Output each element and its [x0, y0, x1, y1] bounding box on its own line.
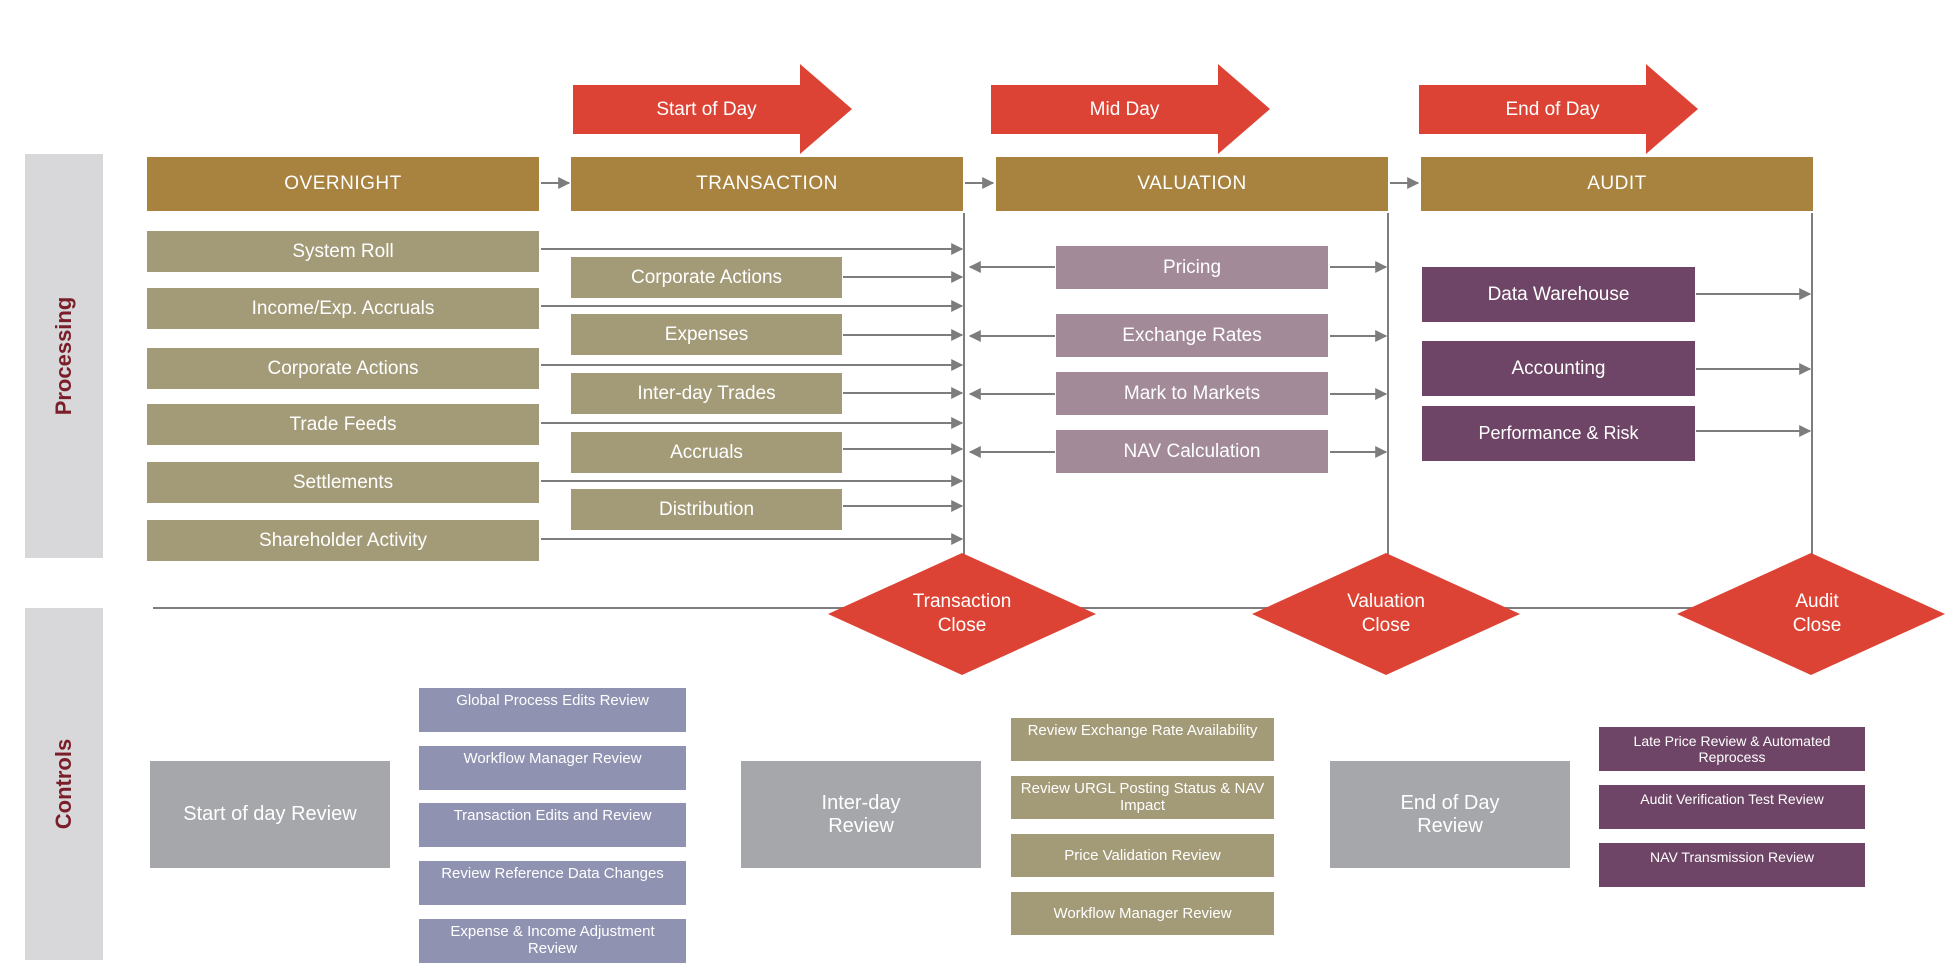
overnight-item: System Roll [147, 231, 539, 272]
transaction-item: Accruals [571, 432, 842, 473]
valuation-item: Exchange Rates [1056, 314, 1328, 357]
controls-label: Controls [51, 738, 76, 830]
valuation-close-label: Valuation Close [1347, 591, 1425, 636]
audit-close-diamond [1677, 553, 1945, 675]
start-control: Workflow Manager Review [419, 746, 686, 790]
transaction-item: Corporate Actions [571, 257, 842, 298]
transaction-item: Inter-day Trades [571, 373, 842, 414]
audit-item: Accounting [1422, 341, 1695, 396]
end-control: NAV Transmission Review [1599, 843, 1865, 887]
transaction-item: Distribution [571, 489, 842, 530]
valuation-item: Pricing [1056, 246, 1328, 289]
audit-item: Data Warehouse [1422, 267, 1695, 322]
end-of-day-arrow [1419, 64, 1698, 154]
valuation-item: Mark to Markets [1056, 372, 1328, 415]
audit-item: Performance & Risk [1422, 406, 1695, 461]
phase-valuation: VALUATION [996, 157, 1388, 211]
inter-day-review: Inter-day Review [741, 761, 981, 868]
end-control: Audit Verification Test Review [1599, 785, 1865, 829]
transaction-close-diamond [828, 553, 1096, 675]
interday-control: Workflow Manager Review [1011, 892, 1274, 935]
overnight-item: Settlements [147, 462, 539, 503]
end-of-day-label: End of Day [1505, 98, 1600, 120]
start-of-day-label: Start of Day [656, 98, 757, 120]
start-of-day-arrow [573, 64, 852, 154]
start-control: Transaction Edits and Review [419, 803, 686, 847]
transaction-item: Expenses [571, 314, 842, 355]
phase-overnight: OVERNIGHT [147, 157, 539, 211]
start-control: Expense & Income Adjustment Review [419, 919, 686, 963]
interday-control: Review URGL Posting Status & NAV Impact [1011, 776, 1274, 819]
start-control: Global Process Edits Review [419, 688, 686, 732]
controls-sidebar: Controls [25, 608, 103, 960]
start-of-day-review: Start of day Review [150, 761, 390, 868]
processing-label: Processing [51, 296, 76, 416]
interday-control: Price Validation Review [1011, 834, 1274, 877]
end-control: Late Price Review & Automated Reprocess [1599, 727, 1865, 771]
mid-day-arrow [991, 64, 1270, 154]
overnight-item: Shareholder Activity [147, 520, 539, 561]
transaction-close-label: Transaction Close [912, 591, 1012, 636]
processing-sidebar: Processing [25, 154, 103, 558]
overnight-item: Trade Feeds [147, 404, 539, 445]
phase-transaction: TRANSACTION [571, 157, 963, 211]
interday-control: Review Exchange Rate Availability [1011, 718, 1274, 761]
valuation-close-diamond [1252, 553, 1520, 675]
phase-audit: AUDIT [1421, 157, 1813, 211]
end-of-day-review: End of Day Review [1330, 761, 1570, 868]
start-control: Review Reference Data Changes [419, 861, 686, 905]
mid-day-label: Mid Day [1089, 98, 1160, 120]
overnight-item: Corporate Actions [147, 348, 539, 389]
audit-close-label: Audit Close [1792, 591, 1842, 636]
valuation-item: NAV Calculation [1056, 430, 1328, 473]
overnight-item: Income/Exp. Accruals [147, 288, 539, 329]
